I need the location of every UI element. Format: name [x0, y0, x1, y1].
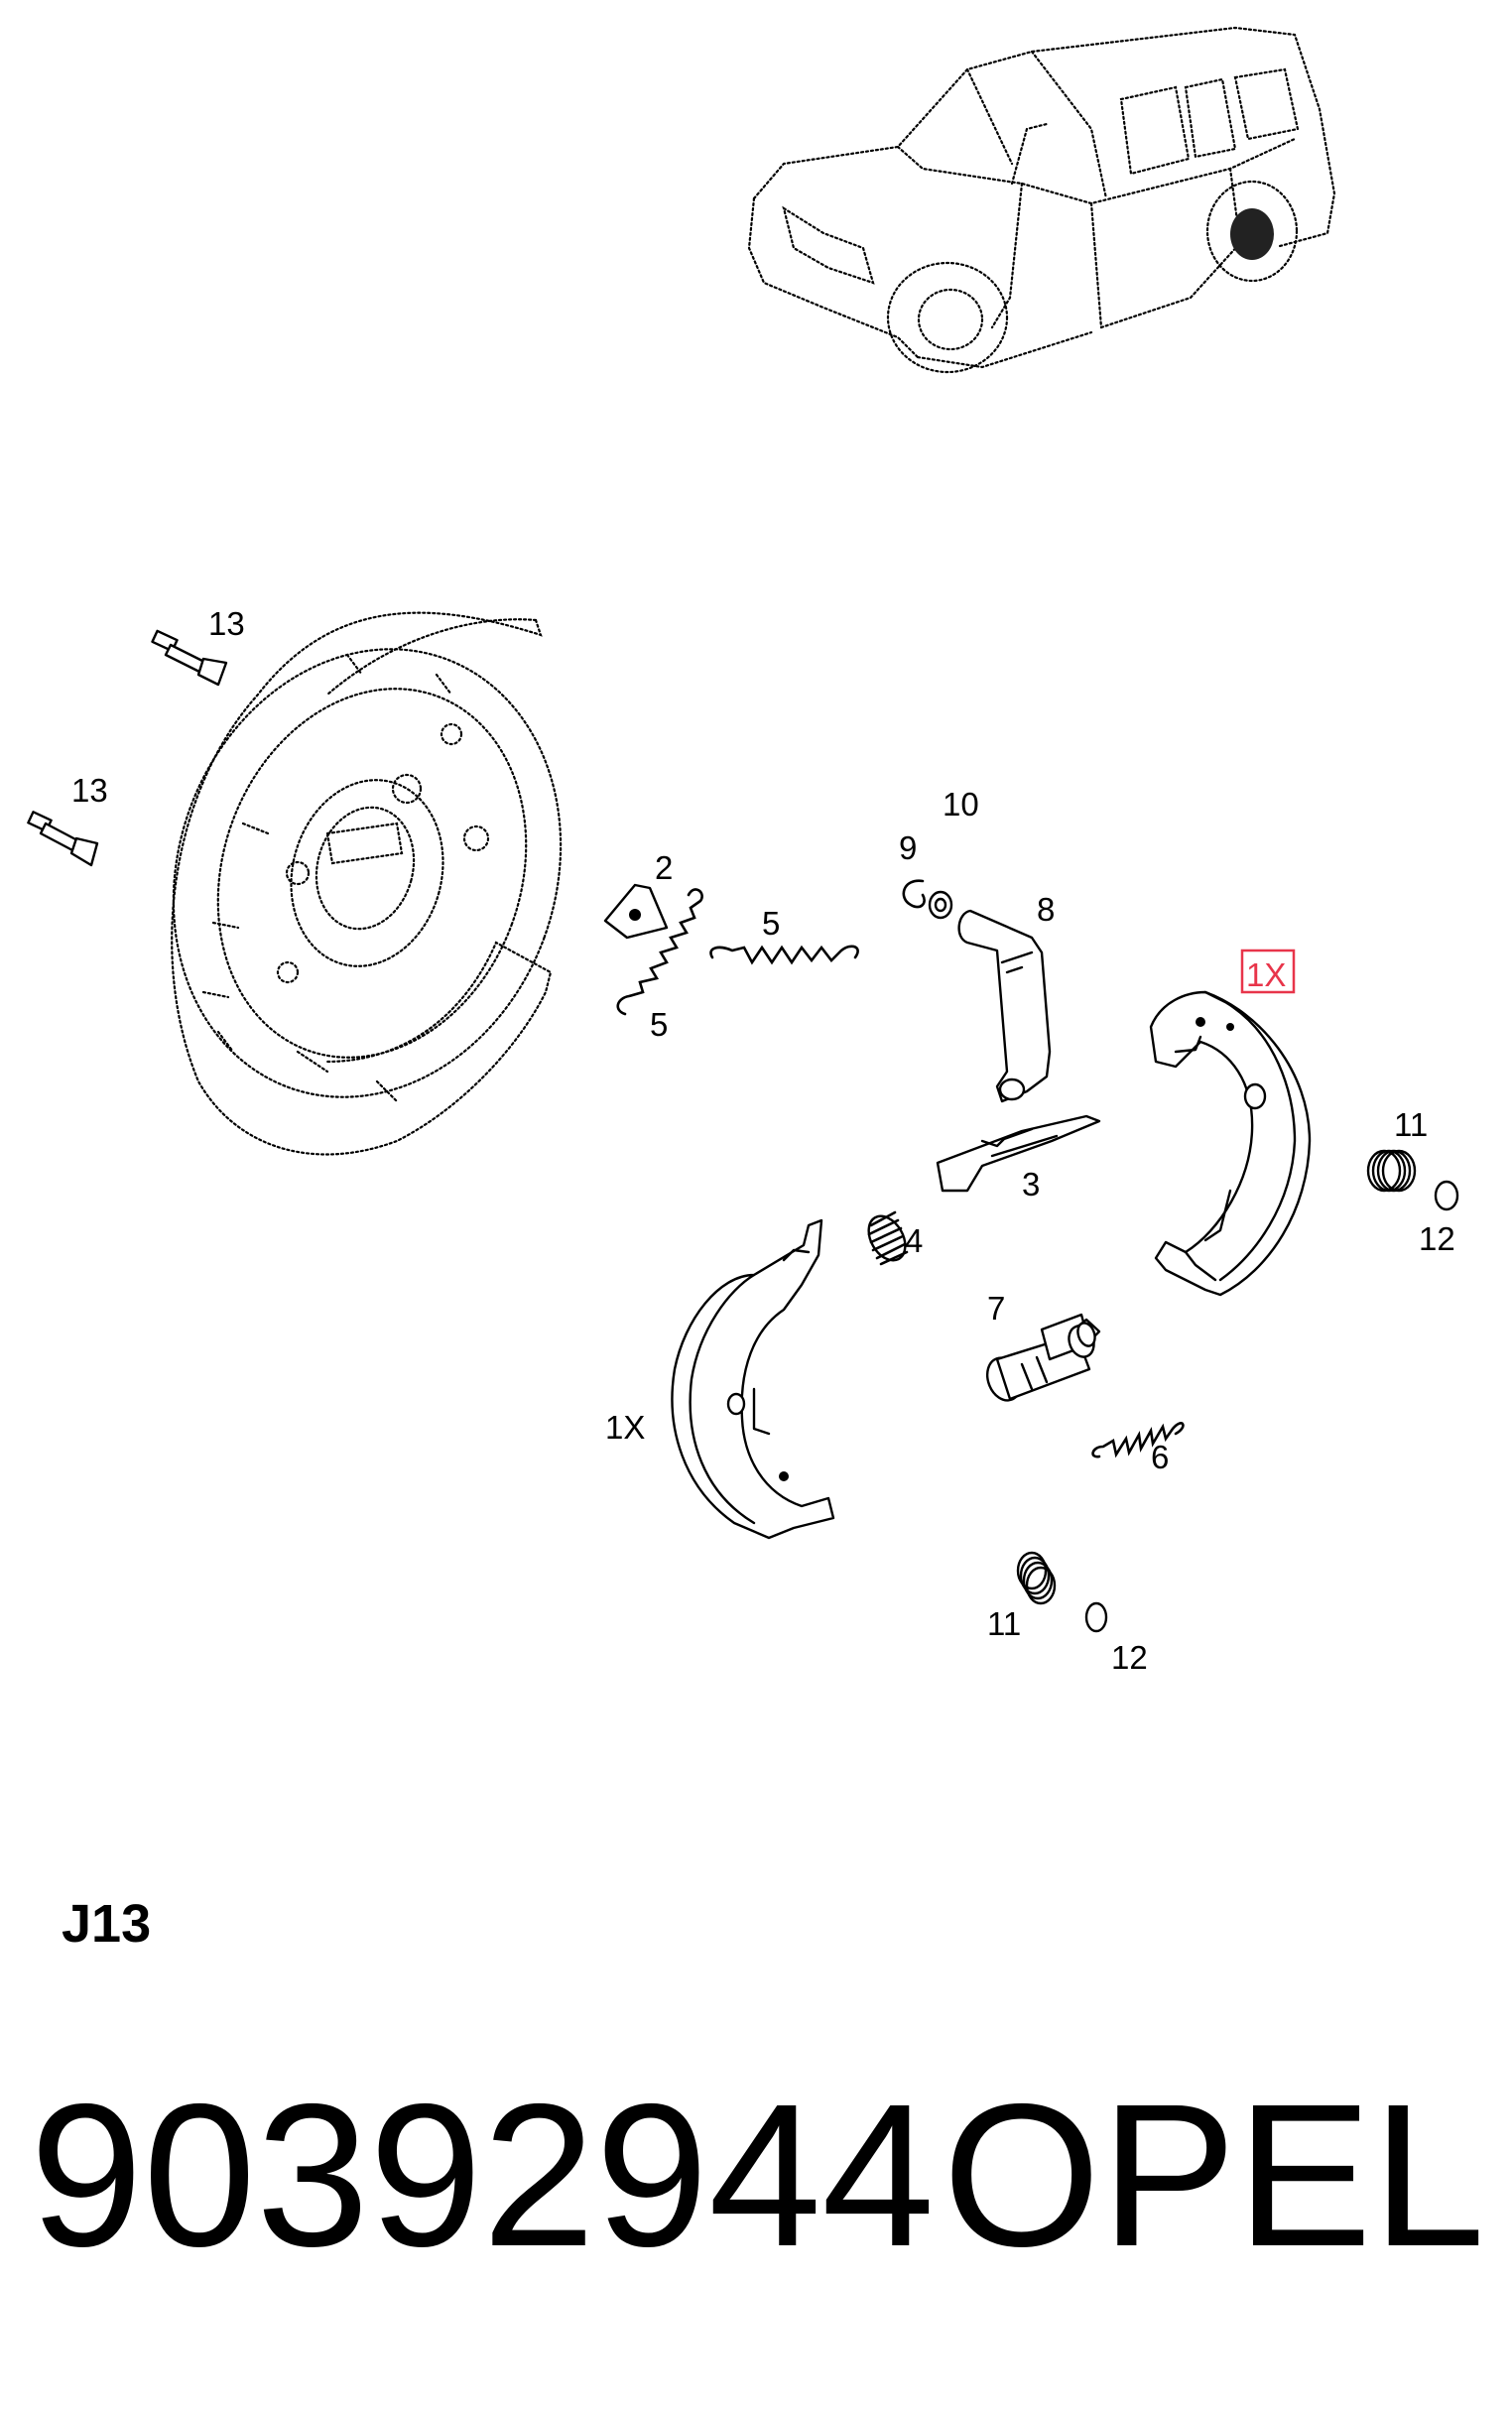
callout-11-bottom: 11	[987, 1605, 1021, 1642]
bolt-lower	[27, 811, 99, 867]
brake-shoe-left	[671, 1218, 835, 1540]
callout-13-lower: 13	[71, 772, 108, 809]
callout-11-right: 11	[1394, 1106, 1428, 1143]
callout-9: 9	[899, 829, 917, 866]
adjuster-7	[985, 1313, 1101, 1402]
spring-11-right	[1366, 1149, 1417, 1193]
callout-7: 7	[987, 1290, 1005, 1327]
callout-10: 10	[943, 786, 979, 823]
vehicle-illustration	[747, 26, 1336, 374]
clip-9	[902, 879, 926, 909]
bolt-upper	[151, 629, 228, 687]
callout-12-right: 12	[1419, 1220, 1455, 1257]
spring-6	[1091, 1422, 1185, 1458]
callout-5-right: 5	[762, 905, 780, 942]
part-number: 90392944	[30, 2062, 936, 2289]
callout-3: 3	[1022, 1166, 1040, 1203]
lever-8	[957, 909, 1052, 1103]
clip-12-bottom	[1084, 1601, 1108, 1633]
callout-12-bottom: 12	[1111, 1639, 1148, 1676]
spring-11-bottom	[1016, 1551, 1057, 1605]
callout-6: 6	[1151, 1439, 1169, 1475]
spring-5-lower	[616, 888, 703, 1016]
callout-13-upper: 13	[208, 605, 245, 642]
plate-part-2	[603, 883, 669, 940]
strut-3	[936, 1114, 1101, 1193]
highlight-box	[1240, 949, 1296, 994]
section-code: J13	[62, 1894, 152, 1954]
spring-5-upper	[709, 945, 859, 965]
washer-10	[928, 890, 953, 920]
callout-5-left: 5	[650, 1006, 668, 1043]
callout-4: 4	[905, 1222, 923, 1259]
callout-1x-left: 1X	[605, 1409, 645, 1446]
callout-1x-right: 1X	[1246, 956, 1286, 993]
brand-name: OPEL	[943, 2062, 1485, 2289]
backing-plate	[171, 611, 563, 1156]
spring-4	[867, 1210, 909, 1266]
callout-2: 2	[655, 849, 673, 886]
clip-12-right	[1434, 1180, 1459, 1211]
callout-8: 8	[1037, 891, 1055, 928]
brake-shoe-right	[1149, 990, 1312, 1297]
